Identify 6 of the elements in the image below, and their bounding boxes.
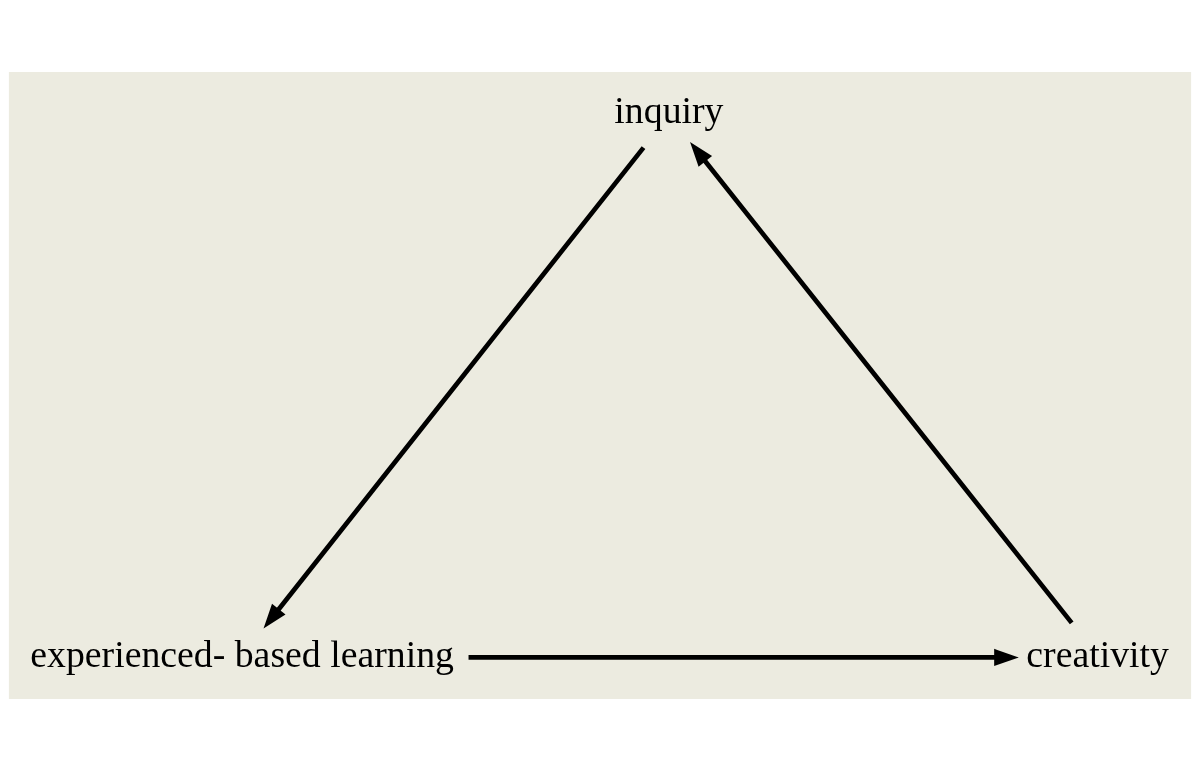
node-text: inquiry: [614, 88, 724, 131]
node-text: creativity: [1026, 632, 1169, 675]
arrow: [468, 648, 1019, 666]
arrow: [690, 141, 1074, 624]
node-text: experienced- based learning: [30, 632, 454, 675]
arrow: [263, 145, 646, 628]
